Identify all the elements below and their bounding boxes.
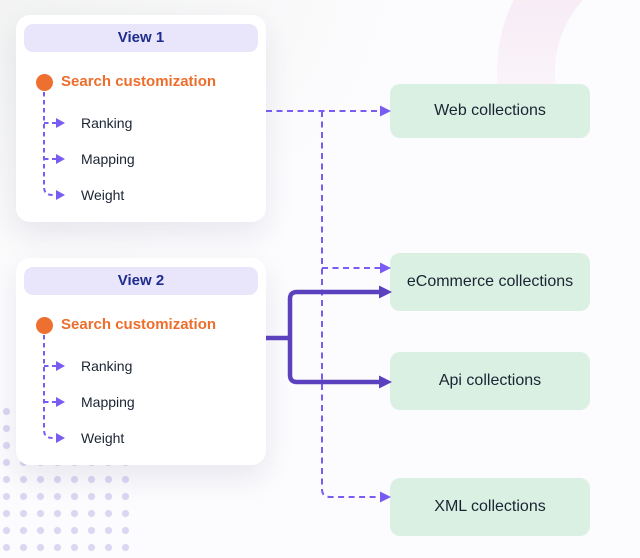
view2-root-label: Search customization (61, 316, 217, 333)
view2-tree-connectors (43, 335, 65, 443)
arrow-right-icon (56, 361, 65, 371)
view1-root-label: Search customization (61, 73, 217, 90)
arrow-right-icon (56, 190, 65, 200)
view2-child-ranking: Ranking (81, 358, 133, 374)
dashed-connector-view1-xml (321, 111, 380, 498)
api-collections-box: Api collections (390, 352, 590, 410)
ecommerce-collections-box: eCommerce collections (390, 253, 590, 311)
arrow-right-icon (56, 118, 65, 128)
tree-trunk-dashed-line (43, 335, 56, 439)
view2-panel: View 2 Search customization Ranking Mapp… (16, 258, 266, 465)
view1-panel: View 1 Search customization Ranking Mapp… (16, 15, 266, 222)
arrow-right-icon (56, 154, 65, 164)
arrow-right-icon (56, 397, 65, 407)
view1-tree-connectors (43, 92, 65, 200)
root-node-dot-icon (36, 74, 53, 91)
web-collections-box: Web collections (390, 84, 590, 138)
view2-header: View 2 (24, 267, 258, 295)
view1-child-ranking: Ranking (81, 115, 133, 131)
view1-header: View 1 (24, 24, 258, 52)
view2-child-weight: Weight (81, 430, 125, 446)
xml-collections-box: XML collections (390, 478, 590, 536)
tree-trunk-dashed-line (43, 92, 56, 196)
view1-child-mapping: Mapping (81, 151, 135, 167)
root-node-dot-icon (36, 317, 53, 334)
arrow-right-icon (56, 433, 65, 443)
view1-child-weight: Weight (81, 187, 125, 203)
view2-child-mapping: Mapping (81, 394, 135, 410)
solid-connector-bracket (287, 289, 380, 385)
